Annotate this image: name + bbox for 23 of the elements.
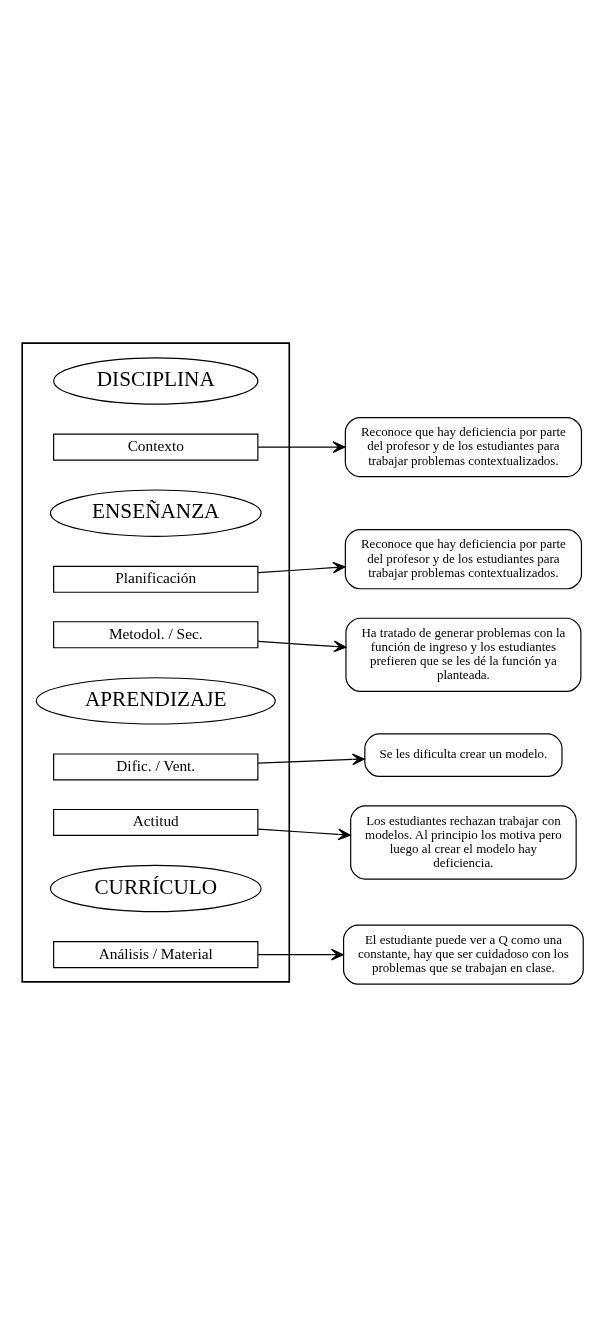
node-box: Ha tratado de generar problemas con la función de ingreso y los estudiantes prefieren que se les dé la función ya planteada. — [345, 617, 582, 692]
node-box: Actitud — [53, 808, 259, 837]
node-ellipse: APRENDIZAJE — [35, 677, 276, 725]
node-box: Dific. / Vent. — [53, 753, 259, 781]
arrow — [257, 561, 346, 574]
cluster — [21, 342, 291, 983]
node-box: Análisis / Material — [53, 941, 259, 969]
node-ellipse: ENSEÑANZA — [49, 489, 262, 537]
node-box: Se les dificulta crear un modelo. — [364, 733, 563, 777]
node-box: El estudiante puede ver a Q como una constante, hay que ser cuidadoso con los problemas que se trabajan en clase. — [343, 924, 584, 985]
node-ellipse: CURRÍCULO — [49, 864, 262, 913]
arrow — [257, 948, 344, 961]
node-box: Planificación — [53, 565, 259, 593]
arrow — [257, 640, 347, 653]
arrow — [257, 828, 351, 841]
node-box: Reconoce que hay deficiencia por parte del profesor y de los estudiantes para trabajar problemas contextualizados. — [344, 416, 583, 478]
arrow — [257, 441, 346, 453]
node-box: Los estudiantes rechazan trabajar con modelos. Al principio los motiva pero luego al crear el modelo hay deficiencia. — [350, 805, 577, 880]
node-box: Metodol. / Sec. — [53, 621, 259, 649]
arrow — [257, 753, 365, 766]
node-box: Reconoce que hay deficiencia por parte del profesor y de los estudiantes para trabajar problemas contextualizados. — [344, 529, 583, 590]
node-box: Contexto — [53, 433, 259, 461]
node-ellipse: DISCIPLINA — [53, 357, 259, 405]
